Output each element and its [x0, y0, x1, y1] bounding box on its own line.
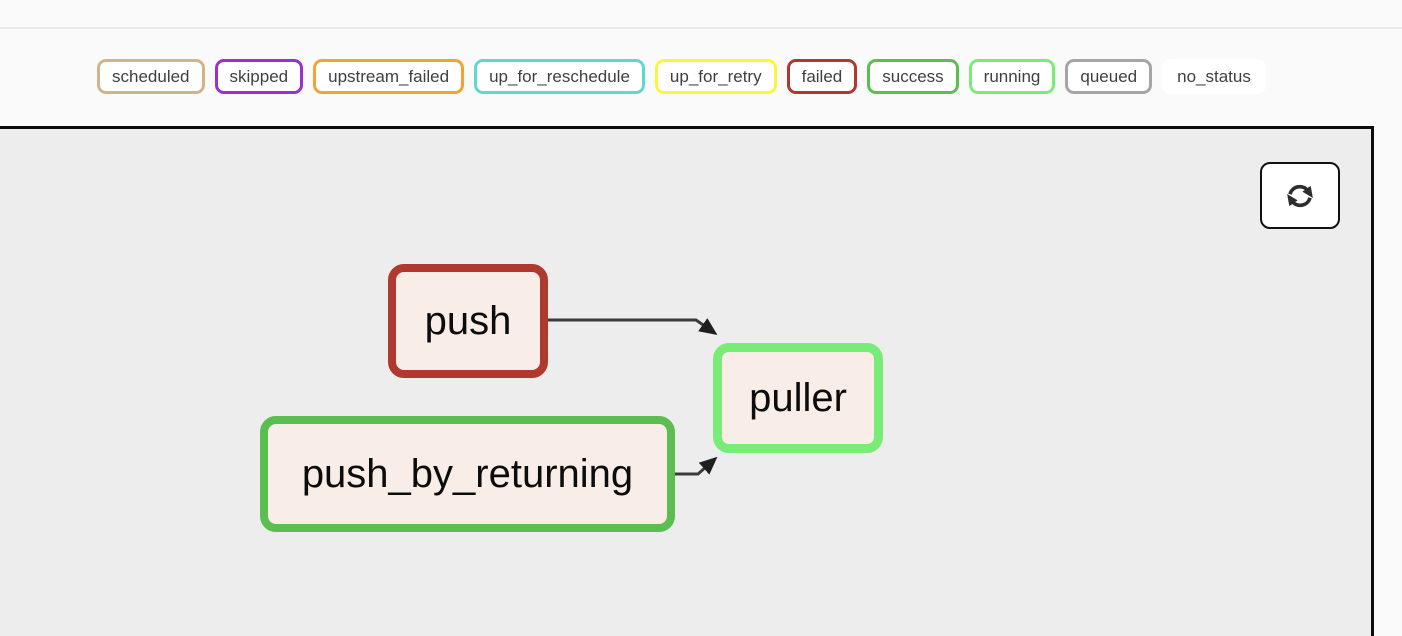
legend-badge-skipped: skipped [214, 59, 304, 94]
legend-badge-up-for-retry: up_for_retry [654, 59, 777, 94]
task-state-legend: scheduled skipped upstream_failed up_for… [97, 59, 1266, 94]
edge-push-to-puller [548, 318, 718, 336]
legend-badge-queued: queued [1065, 59, 1153, 94]
task-node-label: puller [749, 375, 847, 420]
dag-graph-panel[interactable]: push puller push_by_returning [0, 126, 1374, 636]
refresh-button[interactable] [1260, 162, 1340, 229]
task-node-push[interactable]: push [388, 264, 548, 378]
legend-badge-no-status: no_status [1162, 59, 1266, 94]
legend-badge-success: success [867, 59, 959, 94]
task-node-push-by-returning[interactable]: push_by_returning [260, 416, 675, 532]
legend-badge-up-for-reschedule: up_for_reschedule [474, 59, 645, 94]
legend-badge-scheduled: scheduled [97, 59, 205, 94]
edge-push-by-returning-to-puller [675, 456, 718, 476]
legend-badge-upstream-failed: upstream_failed [313, 59, 465, 94]
legend-badge-running: running [968, 59, 1056, 94]
dag-edges [548, 318, 718, 476]
refresh-icon [1287, 184, 1313, 207]
task-node-puller[interactable]: puller [713, 343, 883, 453]
legend-badge-failed: failed [786, 59, 858, 94]
task-node-label: push [424, 298, 512, 343]
top-divider [0, 27, 1402, 29]
task-node-label: push_by_returning [301, 451, 634, 496]
